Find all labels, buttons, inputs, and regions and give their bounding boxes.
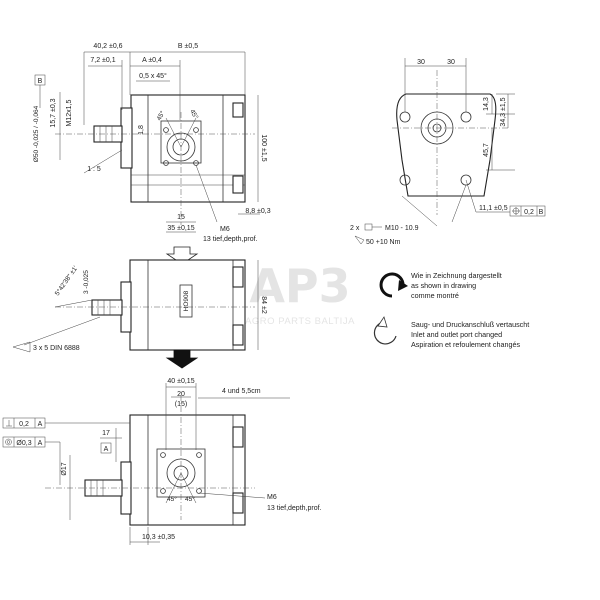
dim-8-8: 8,8 ±0,3: [245, 208, 270, 215]
top-view: 40,2 ±0,6 B ±0,5 A ±0,4 7,2 ±0,1 0,5 x 4…: [33, 43, 271, 243]
dim-100: 100 ±1,5: [260, 134, 267, 161]
perpendicularity-tol: 0,2: [19, 421, 29, 428]
dim-84: 84 ±2: [260, 296, 267, 314]
dim-35: 35 ±0,15: [167, 225, 194, 232]
view-arrow-outline: [165, 246, 199, 265]
ports-note-en: Inlet and outlet port changed: [411, 330, 502, 339]
hole-M6-bottom: M6: [267, 494, 277, 501]
dim-20: 20: [177, 391, 185, 398]
port-note: 4 und 5,5cm: [222, 388, 261, 395]
screw-spec: M10 - 10.9: [385, 225, 419, 232]
angle-45-left-bottom: 45°: [167, 495, 177, 503]
taper-ratio: 1 : 5: [87, 166, 101, 173]
hole-depth: 13 tief,depth,prof.: [203, 236, 258, 243]
watermark: AP3 AGRO PARTS BALTIJA: [245, 259, 355, 327]
screw-count: 2 x: [350, 225, 360, 232]
datum-A: A: [104, 446, 109, 453]
rotation-note-de: Wie in Zeichnung dargestellt: [411, 271, 502, 280]
rotation-note-fr: comme montré: [411, 291, 459, 300]
rotation-arrow-icon: [379, 272, 408, 298]
side-view: 30 30 14,3 34,3 ±1,5 45,7 2 x M10 - 10.9…: [350, 58, 546, 246]
ports-note-fr: Aspiration et refoulement changés: [411, 340, 520, 349]
torque-spec: 50 +10 Nm: [366, 239, 401, 246]
position-tolerance: 0,2: [524, 209, 534, 216]
dim-11-1: 11,1 ±0,5: [479, 205, 508, 212]
dim-15: 15: [177, 214, 185, 221]
ports-note-de: Saug- und Druckanschluß vertauscht: [411, 320, 529, 329]
dim-17: 17: [102, 430, 110, 437]
dim-7-2: 7,2 ±0,1: [90, 57, 115, 64]
dim-1-8: 1,8: [138, 125, 145, 135]
dim-10-3: 10,3 ±0,35: [142, 534, 175, 541]
position-datum: B: [539, 209, 544, 216]
rotation-note-en: as shown in drawing: [411, 281, 476, 290]
dim-40-2: 40,2 ±0,6: [93, 43, 122, 50]
legend: Wie in Zeichnung dargestellt as shown in…: [373, 271, 529, 349]
dim-B: B ±0,5: [178, 43, 198, 50]
dim-40: 40 ±0,15: [167, 378, 194, 385]
hole-M6: M6: [220, 226, 230, 233]
dim-diameter-17: Ø17: [61, 462, 68, 475]
dim-15-7: 15,7 ±0,3: [50, 98, 57, 127]
port-swap-icon: [373, 316, 397, 345]
dim-30-left: 30: [417, 59, 425, 66]
bottom-view: 45° 45° 40 ±0,15 20 (15) 4 und 5,5cm 0,2…: [2, 378, 322, 545]
view-arrow-filled: [165, 349, 199, 369]
dim-diameter-50: Ø50 -0,025 / -0,064: [33, 105, 40, 162]
dim-14-3: 14,3: [483, 97, 490, 111]
angle-45-right-bottom: 45°: [185, 495, 195, 503]
dim-chamfer: 0,5 x 45°: [139, 72, 167, 80]
watermark-company: AGRO PARTS BALTIJA: [245, 316, 355, 327]
concentricity-datum: A: [38, 440, 43, 447]
thread-spec: M12x1,5: [66, 99, 73, 126]
key-spec: 3 x 5 DIN 6888: [33, 345, 80, 352]
middle-view: HO908 84 ±2 5°42'38" ±1' 3 -0,025 3 x 5 …: [12, 259, 267, 353]
dim-45-7: 45,7: [483, 143, 490, 157]
dim-34-3: 34,3 ±1,5: [500, 97, 507, 126]
dim-30-right: 30: [447, 59, 455, 66]
taper-angle: 5°42'38" ±1': [53, 264, 79, 297]
dim-3: 3 -0,025: [83, 270, 90, 294]
concentricity-tol: Ø0,3: [16, 440, 31, 447]
dim-A: A ±0,4: [142, 57, 162, 64]
label-plate: HO908: [183, 290, 190, 311]
datum-B: B: [38, 78, 43, 85]
watermark-logo: AP3: [249, 259, 350, 313]
hole-depth-bottom: 13 tief,depth,prof.: [267, 505, 322, 512]
dim-15-ref: (15): [175, 401, 187, 408]
perpendicularity-datum: A: [38, 421, 43, 428]
